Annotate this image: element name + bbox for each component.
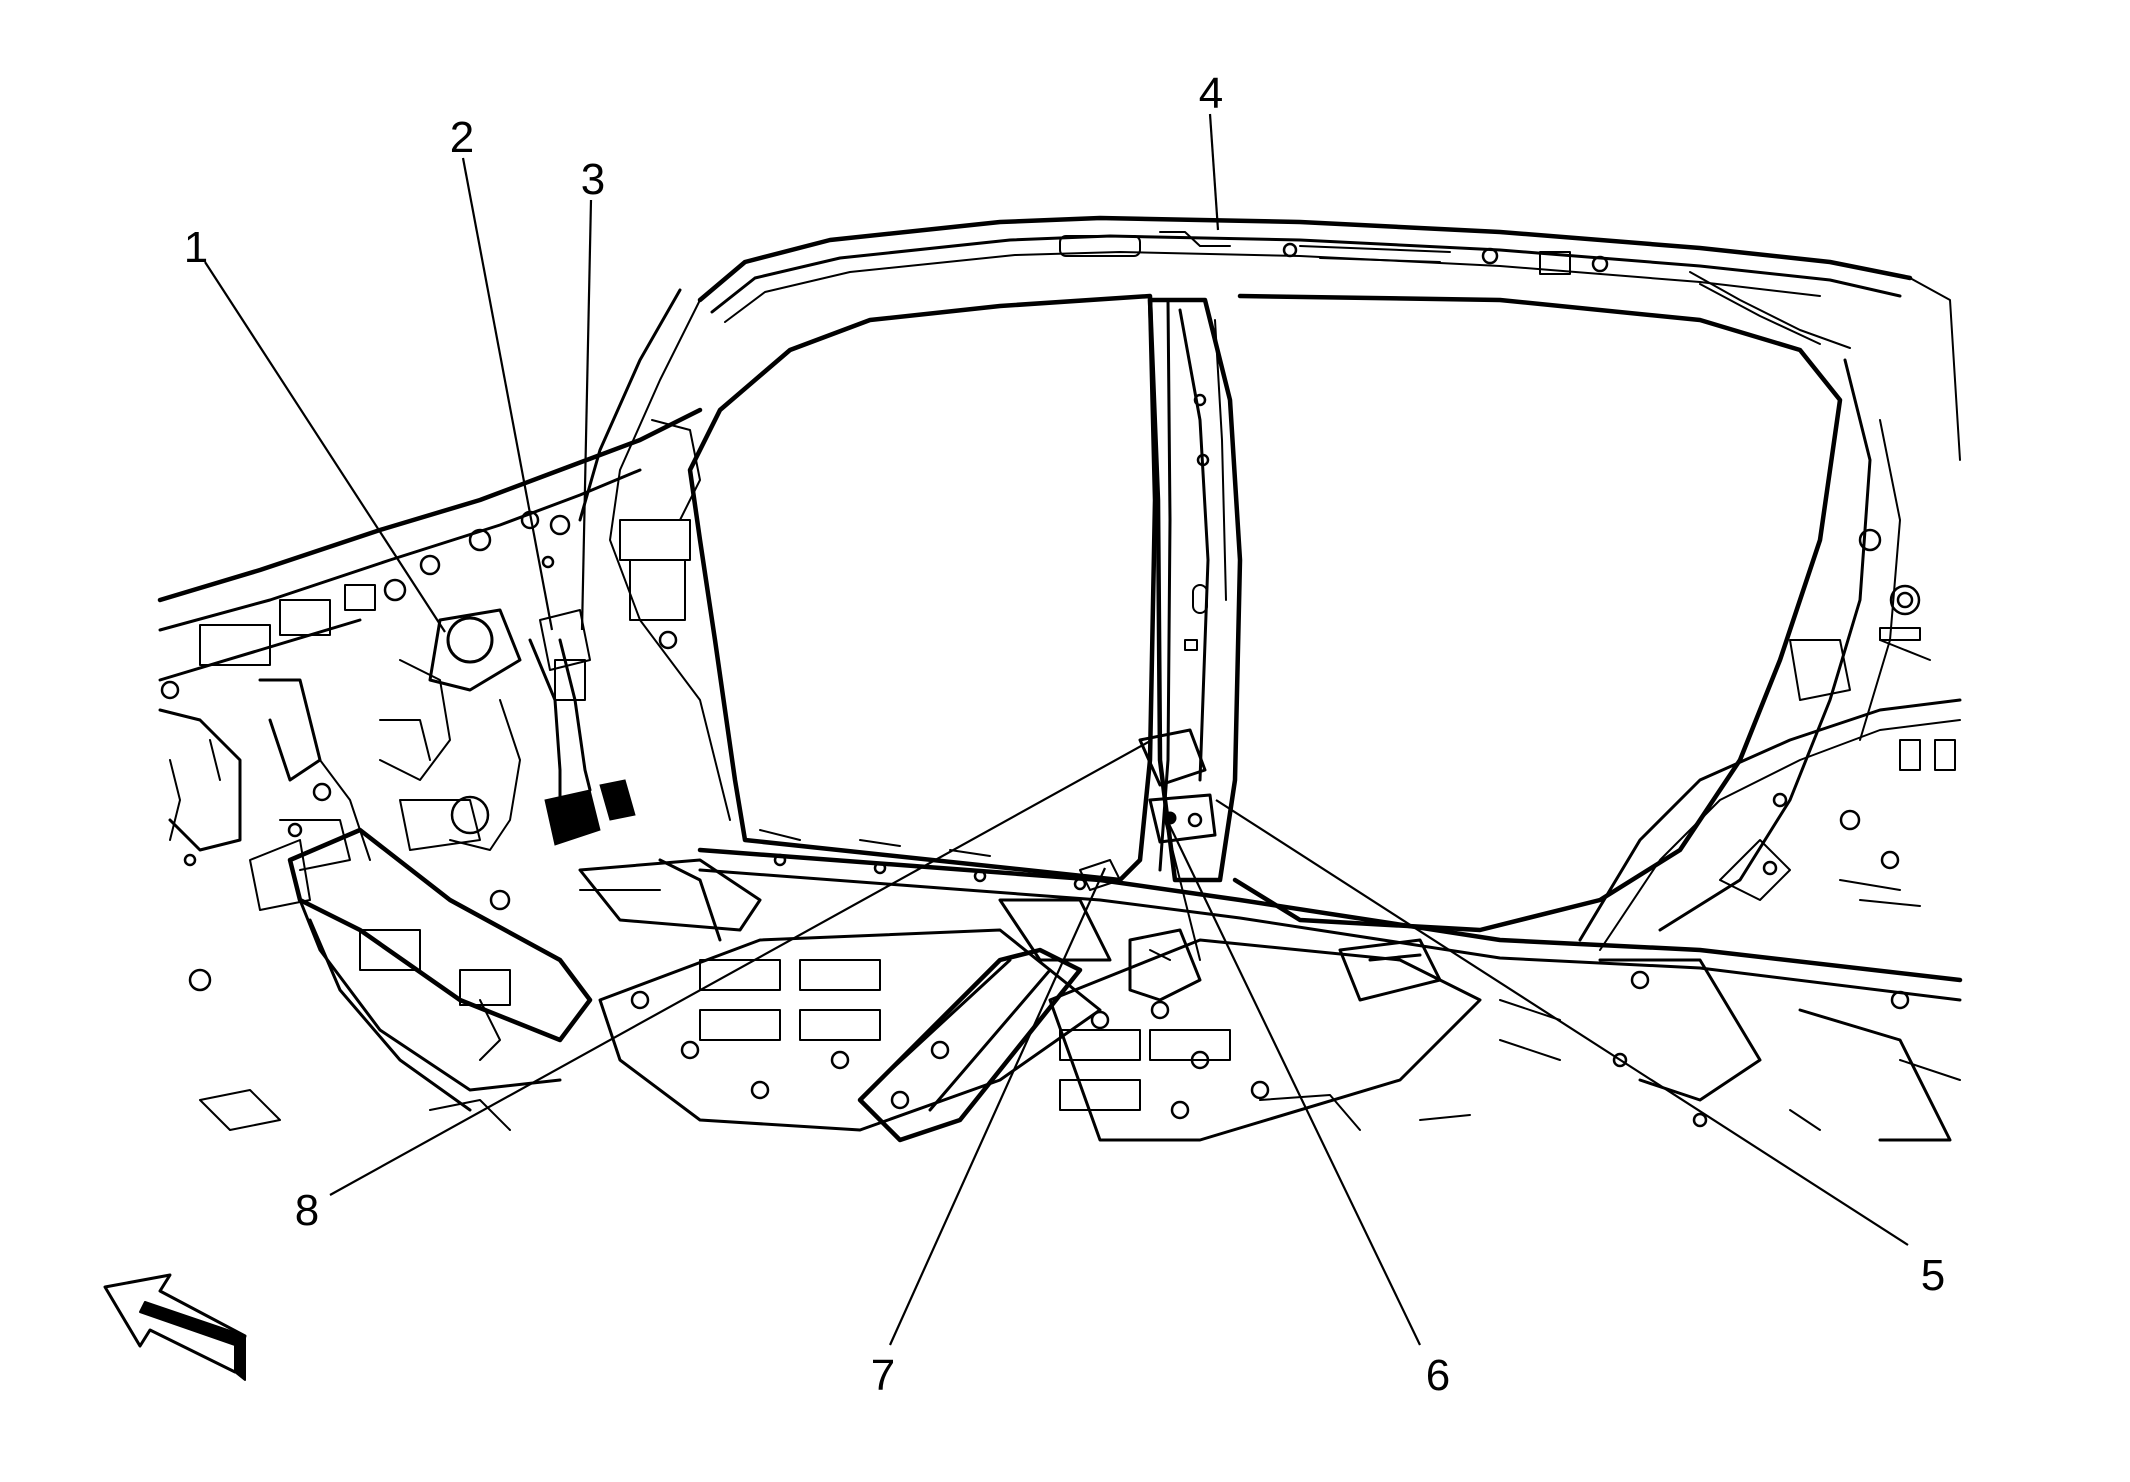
- front-door-opening: [687, 293, 1158, 883]
- brake-booster: [379, 608, 522, 781]
- callout-5: 5: [1921, 1251, 1945, 1300]
- callout-8: 8: [295, 1186, 319, 1235]
- floor-panel: [199, 858, 1961, 1143]
- callout-2: 2: [450, 113, 474, 162]
- leader-5: [1215, 799, 1909, 1246]
- callout-labels: 1 2 3 4 5 6 7 8: [184, 69, 1945, 1400]
- callout-4: 4: [1199, 69, 1223, 118]
- front-direction-arrow-icon: [103, 1273, 247, 1381]
- leader-6: [1167, 821, 1421, 1346]
- leader-3: [580, 199, 593, 631]
- callout-1: 1: [184, 223, 208, 272]
- body-structure: [157, 215, 1963, 1143]
- pedal-assembly: [528, 609, 636, 846]
- dash-panel: [157, 407, 703, 603]
- leader-8: [329, 739, 1153, 1196]
- leader-7: [888, 867, 1107, 1346]
- leader-lines: [204, 113, 1909, 1346]
- roof-rail: [697, 215, 1913, 303]
- callout-7: 7: [871, 1351, 895, 1400]
- leader-2: [461, 157, 554, 631]
- rear-wheelhouse: [1578, 698, 1962, 942]
- leader-1: [204, 261, 446, 633]
- callout-3: 3: [581, 155, 605, 204]
- b-pillar-lower-components: [1079, 728, 1217, 961]
- front-floor-crossmember: [287, 827, 593, 1043]
- rocker-sill: [697, 847, 1963, 983]
- rear-door-opening: [1232, 293, 1843, 933]
- leader-4: [1208, 113, 1220, 231]
- callout-6: 6: [1426, 1351, 1450, 1400]
